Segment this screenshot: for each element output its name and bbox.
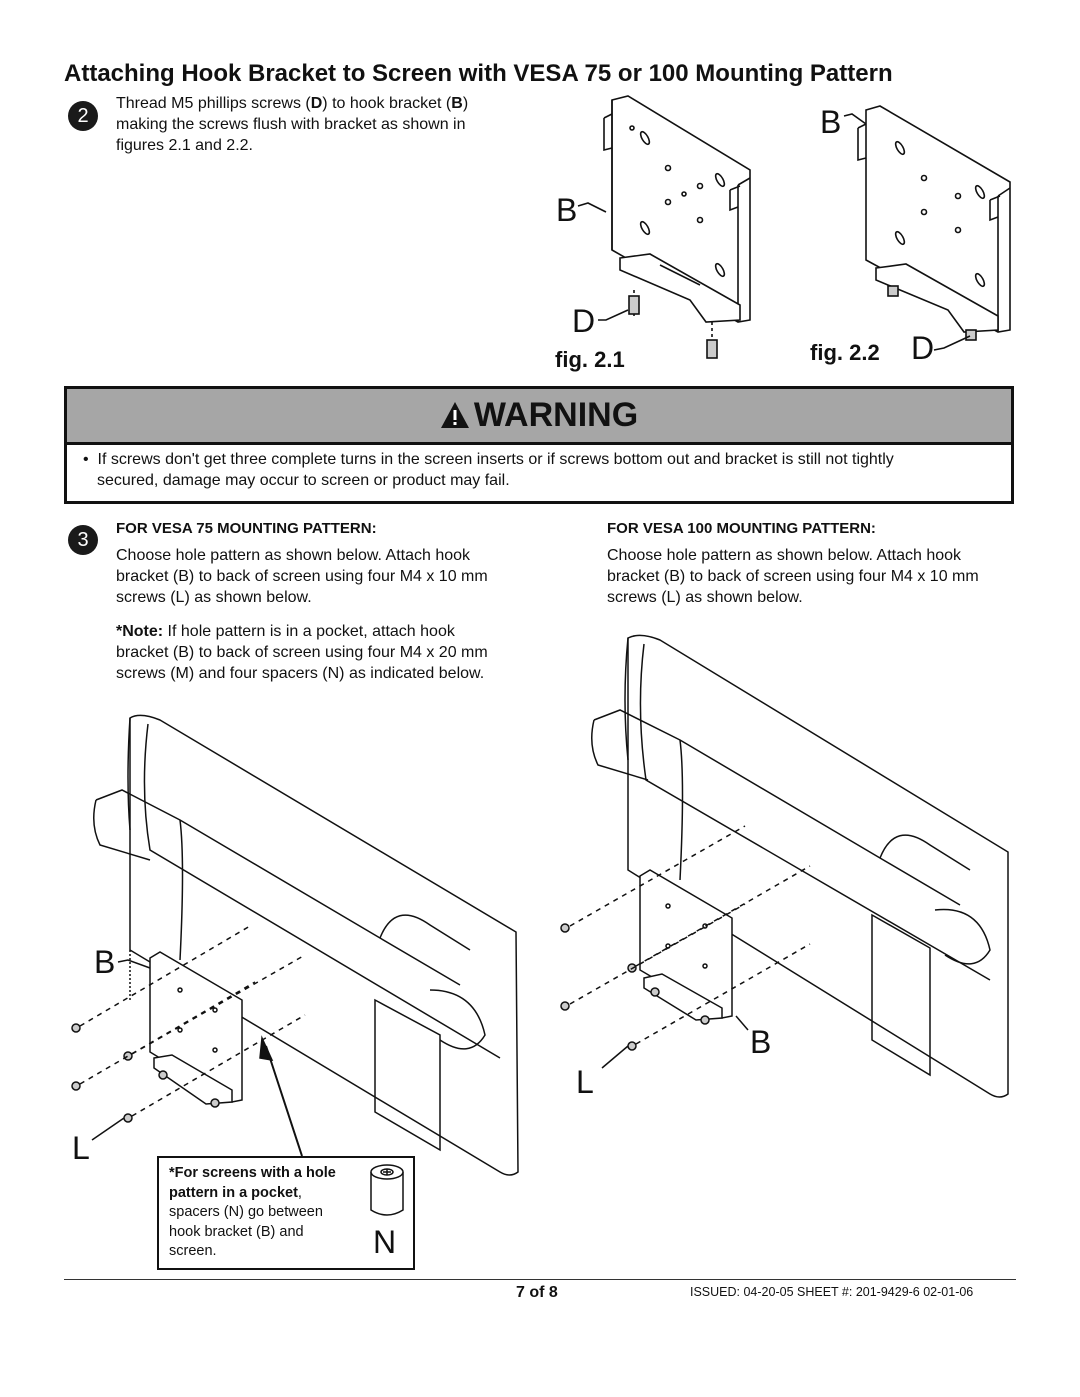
warning-box: WARNING • If screws don't get three comp…	[64, 386, 1014, 504]
vesa100-text: Choose hole pattern as shown below. Atta…	[607, 547, 979, 606]
pocket-note-text: *For screens with a hole pattern in a po…	[169, 1165, 336, 1259]
fig-2-2-letter-b: B	[820, 104, 842, 140]
left-diagram-letter-b: B	[94, 944, 116, 980]
right-diagram-letter-l: L	[576, 1064, 594, 1100]
footer-divider	[64, 1279, 1016, 1280]
fig-2-1-letter-d: D	[572, 303, 596, 339]
fig-2-1-letter-b: B	[556, 192, 578, 228]
left-diagram-letter-l: L	[72, 1130, 90, 1166]
step-2-badge: 2	[68, 101, 98, 131]
fig-2-2-letter-d: D	[911, 330, 935, 366]
spacer-icon	[370, 1164, 404, 1216]
warning-header: WARNING	[67, 389, 1011, 445]
pocket-note-box: *For screens with a hole pattern in a po…	[157, 1156, 415, 1270]
vesa75-text: Choose hole pattern as shown below. Atta…	[116, 547, 488, 606]
vesa75-note: *Note: If hole pattern is in a pocket, a…	[116, 623, 488, 682]
warning-triangle-icon	[440, 402, 469, 428]
page-number: 7 of 8	[516, 1284, 558, 1301]
issued-info: ISSUED: 04-20-05 SHEET #: 201-9429-6 02-…	[690, 1285, 974, 1299]
vesa100-heading: FOR VESA 100 MOUNTING PATTERN:	[607, 520, 876, 537]
fig-2-1-label: fig. 2.1	[555, 347, 625, 372]
pocket-note-letter-n: N	[373, 1224, 397, 1260]
right-diagram-letter-b: B	[750, 1024, 772, 1060]
step-2-text: Thread M5 phillips screws (D) to hook br…	[116, 95, 469, 154]
page-title: Attaching Hook Bracket to Screen with VE…	[64, 60, 893, 87]
vesa75-heading: FOR VESA 75 MOUNTING PATTERN:	[116, 520, 377, 537]
step-3-badge: 3	[68, 525, 98, 555]
warning-text: • If screws don't get three complete tur…	[83, 451, 894, 489]
fig-2-2-label: fig. 2.2	[810, 340, 880, 365]
